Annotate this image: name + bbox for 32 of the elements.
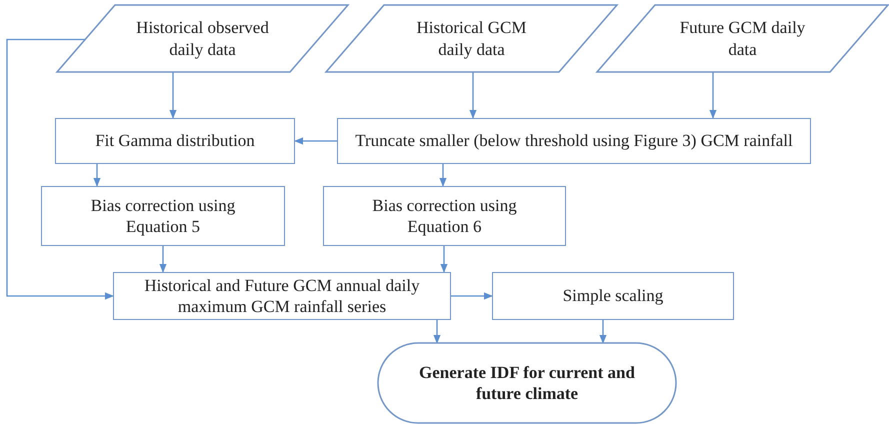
- node-label: Generate IDF for current and future climate: [418, 362, 636, 404]
- process-box: [41, 186, 285, 246]
- data-parallelogram: [597, 5, 888, 72]
- node-label: Bias correction using Equation 6: [371, 194, 518, 238]
- node-label: Simple scaling: [562, 285, 664, 307]
- data-parallelogram: [326, 5, 617, 72]
- node-label: Fit Gamma distribution: [94, 130, 256, 152]
- arrow: [599, 320, 607, 344]
- arrow: [433, 320, 441, 344]
- node-label: Bias correction using Equation 5: [90, 194, 236, 238]
- node-label: Future GCM daily data: [678, 17, 806, 60]
- arrow: [451, 292, 493, 300]
- arrow: [469, 72, 477, 119]
- node-label: Historical and Future GCM annual daily maximum GCM rainfall series: [143, 274, 421, 318]
- arrow: [294, 137, 337, 145]
- arrow: [159, 246, 167, 273]
- process-box: [323, 186, 566, 246]
- process-box: [113, 272, 451, 320]
- arrow: [709, 72, 717, 119]
- process-box: [492, 272, 734, 320]
- arrow: [93, 164, 101, 187]
- node-label: Historical GCM daily data: [415, 17, 528, 60]
- arrow: [439, 164, 447, 187]
- data-parallelogram: [57, 5, 348, 72]
- node-label: Historical observed daily data: [135, 17, 270, 60]
- process-box: [337, 118, 811, 164]
- arrow: [169, 72, 177, 119]
- arrow: [440, 246, 448, 273]
- arrow: [6, 38, 114, 300]
- process-box: [55, 118, 295, 164]
- terminal-shape: [378, 343, 676, 423]
- node-label: Truncate smaller (below threshold using Figure 3) GCM rainfall: [354, 130, 794, 152]
